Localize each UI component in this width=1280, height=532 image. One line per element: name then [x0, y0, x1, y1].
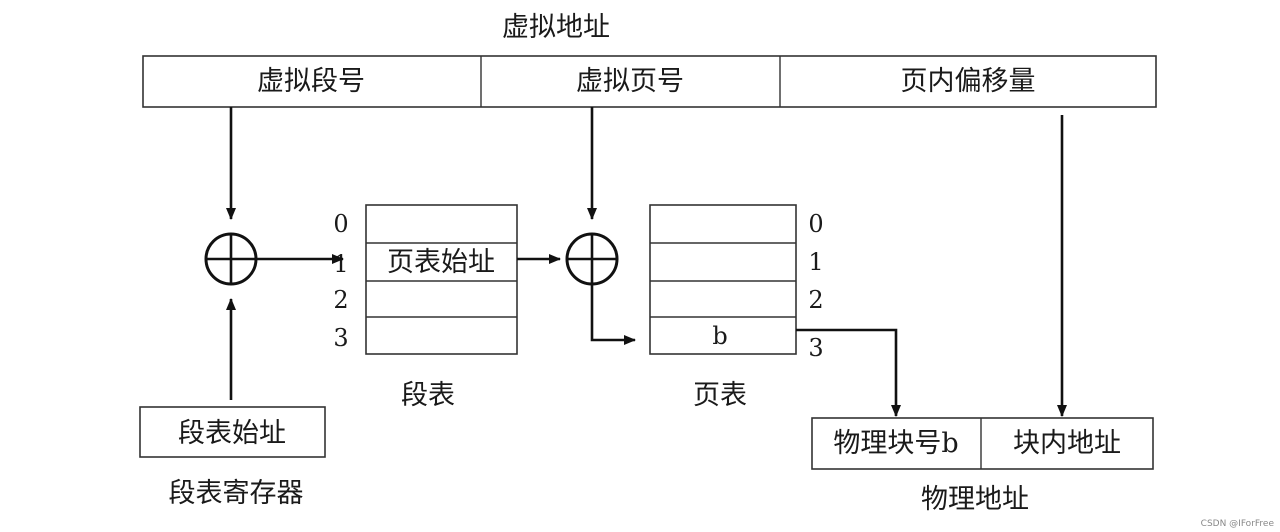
- segment-table-title: 段表: [401, 380, 455, 411]
- page-table-to-physical-arrow: [796, 328, 901, 417]
- page-index-2: 2: [808, 286, 823, 314]
- virtual-segment-number-field: 虚拟段号: [257, 66, 365, 97]
- segment-index-0: 0: [333, 210, 348, 238]
- page-index-0: 0: [808, 210, 823, 238]
- virtual-address-title: 虚拟地址: [502, 12, 610, 43]
- segment-adder-icon: [204, 232, 258, 286]
- adder-to-page-table-arrow: [590, 284, 636, 345]
- physical-block-number-field: 物理块号b: [833, 428, 958, 459]
- page-offset-field: 页内偏移量: [901, 66, 1036, 97]
- segment-register-value: 段表始址: [178, 418, 286, 449]
- segment-register-box: [139, 406, 326, 458]
- segment-table: [365, 204, 518, 355]
- watermark: CSDN @IForFree: [1201, 519, 1275, 529]
- page-adder-icon: [565, 232, 619, 286]
- segment-register-caption: 段表寄存器: [169, 478, 304, 509]
- physical-address-bar: [811, 417, 1154, 470]
- block-offset-field: 块内地址: [1013, 428, 1121, 459]
- page-index-1: 1: [808, 248, 823, 276]
- virtual-address-bar: [142, 55, 1157, 108]
- segment-index-3: 3: [333, 324, 348, 352]
- page-table: [649, 204, 797, 355]
- page-entry-3: b: [712, 322, 727, 350]
- virtual-page-number-field: 虚拟页号: [576, 66, 684, 97]
- page-index-3: 3: [808, 334, 823, 362]
- segment-index-2: 2: [333, 286, 348, 314]
- page-table-title: 页表: [693, 380, 747, 411]
- physical-address-title: 物理地址: [921, 484, 1029, 515]
- segment-index-1: 1: [333, 250, 348, 278]
- segment-entry-1: 页表始址: [387, 247, 495, 278]
